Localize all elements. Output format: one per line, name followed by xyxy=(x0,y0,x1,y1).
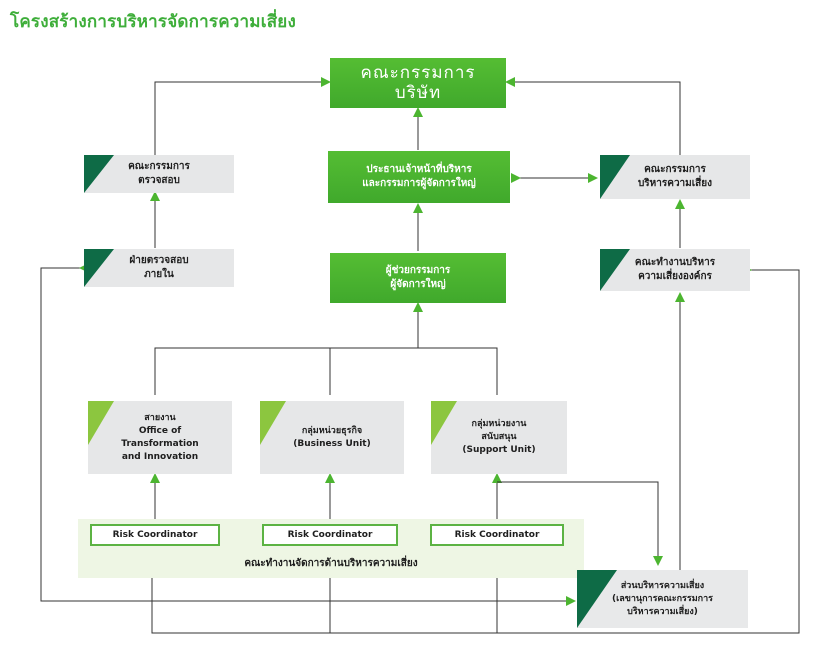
risk-coordinator-chip-3: Risk Coordinator xyxy=(430,524,564,546)
corner-accent-icon xyxy=(600,249,630,291)
corner-accent-icon xyxy=(600,155,630,199)
oti-unit-box: สายงาน Office of Transformation and Inno… xyxy=(88,401,232,474)
audit-committee-line-1: คณะกรรมการ xyxy=(128,161,190,172)
internal-audit-line-1: ฝ่ายตรวจสอบ xyxy=(129,255,189,266)
audit-committee-line-2: ตรวจสอบ xyxy=(138,175,180,186)
risk-committee-line-2: บริหารความเสี่ยง xyxy=(637,178,713,189)
ceo-box: ประธานเจ้าหน้าที่บริหาร และกรรมการผู้จัด… xyxy=(328,151,510,203)
business-unit-box: กลุ่มหน่วยธุรกิจ (Business Unit) xyxy=(260,401,404,474)
risk-committee-box: คณะกรรมการ บริหารความเสี่ยง xyxy=(600,155,750,199)
board-line-2: บริษัท xyxy=(394,83,442,103)
support-unit-line-2: สนับสนุน xyxy=(481,432,517,442)
risk-department-line-1: ส่วนบริหารความเสี่ยง xyxy=(620,580,705,591)
corner-accent-icon xyxy=(431,401,457,445)
business-unit-line-2: (Business Unit) xyxy=(293,438,371,449)
risk-department-line-3: บริหารความเสี่ยง) xyxy=(627,606,698,617)
internal-audit-line-2: ภายใน xyxy=(144,269,174,280)
ceo-line-1: ประธานเจ้าหน้าที่บริหาร xyxy=(366,164,472,175)
connector-outer-right xyxy=(151,265,800,634)
internal-audit-box: ฝ่ายตรวจสอบ ภายใน xyxy=(84,249,234,287)
assistant-md-box: ผู้ช่วยกรรมการ ผู้จัดการใหญ่ xyxy=(330,253,506,303)
risk-department-box: ส่วนบริหารความเสี่ยง (เลขานุการคณะกรรมกา… xyxy=(577,570,748,628)
oti-line-2: Office of xyxy=(138,425,182,436)
board-line-1: คณะกรรมการ xyxy=(360,63,476,83)
connector-audit-to-board xyxy=(154,77,331,155)
erm-working-group-box: คณะทำงานบริหาร ความเสี่ยงองค์กร xyxy=(600,249,750,291)
connector-units-bus xyxy=(154,347,498,395)
erm-working-group-line-1: คณะทำงานบริหาร xyxy=(634,257,716,268)
assistant-md-line-1: ผู้ช่วยกรรมการ xyxy=(385,265,451,276)
business-unit-line-1: กลุ่มหน่วยธุรกิจ xyxy=(301,425,363,436)
support-unit-box: กลุ่มหน่วยงาน สนับสนุน (Support Unit) xyxy=(431,401,567,474)
ceo-line-2: และกรรมการผู้จัดการใหญ่ xyxy=(362,178,476,189)
risk-coordinator-chip-2: Risk Coordinator xyxy=(262,524,398,546)
connector-outer-left xyxy=(40,263,576,606)
risk-coordinator-chip-1: Risk Coordinator xyxy=(90,524,220,546)
corner-accent-icon xyxy=(88,401,114,445)
erm-working-group-line-2: ความเสี่ยงองค์กร xyxy=(638,271,712,282)
support-unit-line-3: (Support Unit) xyxy=(462,445,536,455)
working-group-label: คณะทำงานจัดการด้านบริหารความเสี่ยง xyxy=(244,558,418,569)
oti-line-1: สายงาน xyxy=(144,412,176,423)
corner-accent-icon xyxy=(84,155,114,193)
board-of-directors-box: คณะกรรมการ บริษัท xyxy=(330,58,506,108)
assistant-md-line-2: ผู้จัดการใหญ่ xyxy=(390,279,446,290)
page-title: โครงสร้างการบริหารจัดการความเสี่ยง xyxy=(10,12,296,32)
corner-accent-icon xyxy=(577,570,617,628)
corner-accent-icon xyxy=(260,401,286,445)
oti-line-3: Transformation xyxy=(121,438,199,449)
oti-line-4: and Innovation xyxy=(121,451,199,462)
risk-committee-line-1: คณะกรรมการ xyxy=(644,164,706,175)
audit-committee-box: คณะกรรมการ ตรวจสอบ xyxy=(84,155,234,193)
support-unit-line-1: กลุ่มหน่วยงาน xyxy=(471,419,527,429)
connector-risk-committee-to-board xyxy=(505,77,681,155)
risk-department-line-2: (เลขานุการคณะกรรมการ xyxy=(612,593,713,604)
corner-accent-icon xyxy=(84,249,114,287)
